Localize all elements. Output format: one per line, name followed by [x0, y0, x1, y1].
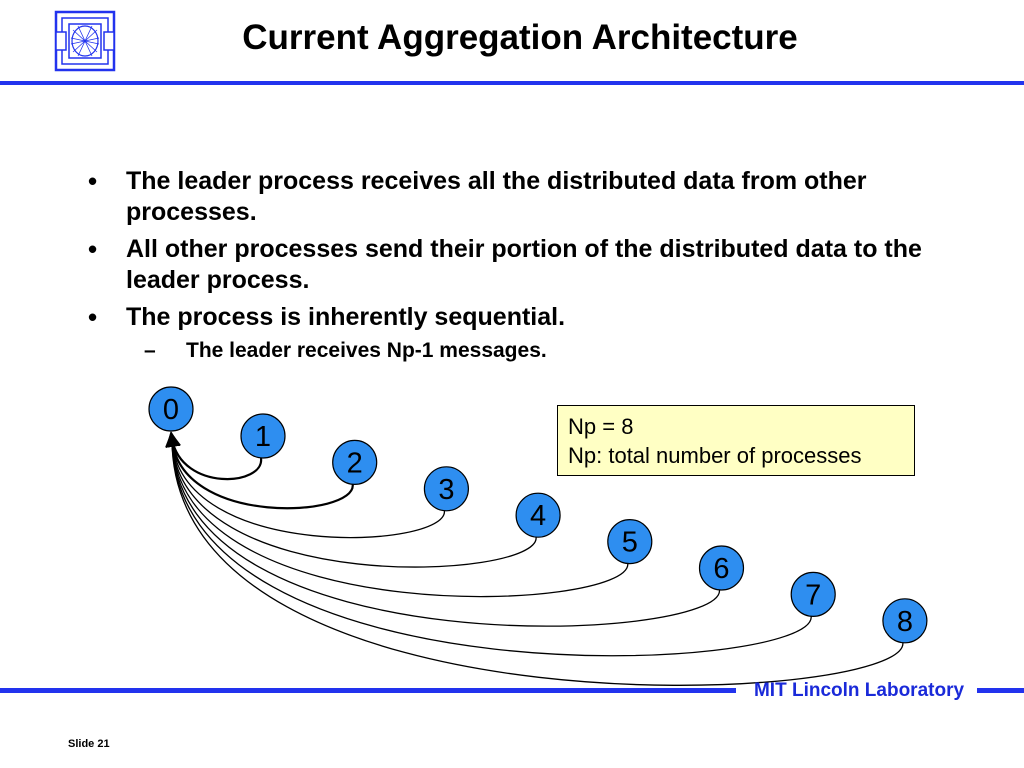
process-node-1-circle — [240, 413, 286, 459]
slide-number: Slide 21 — [68, 738, 110, 750]
process-node-5-circle — [607, 518, 653, 565]
bullet-glyph: • — [88, 234, 98, 264]
process-node-3-label: 3 — [438, 474, 454, 506]
bullet-list: • The leader process receives all the di… — [88, 166, 938, 365]
info-box: Np = 8 Np: total number of processes — [557, 405, 915, 476]
info-line-definition: Np: total number of processes — [568, 443, 862, 468]
bullet-text: All other processes send their portion o… — [126, 235, 922, 294]
bullet-item: • All other processes send their portion… — [88, 234, 938, 296]
process-node-2-circle — [332, 439, 378, 485]
message-arrow-1 — [165, 431, 263, 481]
leader-node: 0 — [148, 386, 194, 432]
bottom-divider-right — [977, 688, 1024, 693]
leader-node-label: 0 — [163, 394, 179, 426]
message-arrow-2 — [165, 431, 354, 510]
process-node-4: 4 — [515, 492, 561, 538]
process-node-1: 1 — [240, 413, 286, 459]
process-node-6-label: 6 — [713, 553, 729, 585]
process-node-5-label: 5 — [622, 527, 638, 559]
bullet-text: The leader process receives all the dist… — [126, 167, 867, 226]
process-node-2-label: 2 — [347, 447, 363, 479]
process-node-7-label: 7 — [805, 579, 821, 611]
process-node-3-circle — [423, 466, 469, 512]
process-node-8: 8 — [882, 598, 928, 644]
sub-bullet-item: – The leader receives Np-1 messages. — [88, 337, 938, 365]
bottom-divider-left — [0, 688, 736, 693]
bullet-glyph: • — [88, 166, 98, 196]
bullet-glyph: • — [88, 302, 98, 332]
leader-node-circle — [148, 386, 194, 432]
bullet-text: The process is inherently sequential. — [126, 303, 566, 331]
bullet-item: • The process is inherently sequential. — [88, 302, 938, 333]
info-line-np: Np = 8 — [568, 414, 634, 439]
process-node-7: 7 — [790, 571, 836, 618]
process-node-1-label: 1 — [255, 421, 271, 453]
message-arrow-3 — [167, 434, 446, 539]
lincoln-lab-logo-icon — [54, 10, 116, 72]
process-node-3: 3 — [423, 466, 469, 512]
top-divider — [0, 81, 1024, 85]
process-node-4-label: 4 — [530, 500, 546, 532]
process-node-8-circle — [882, 598, 928, 644]
process-node-6-circle — [698, 545, 745, 591]
process-node-4-circle — [515, 492, 561, 538]
process-node-7-circle — [790, 571, 836, 618]
message-arrow-4 — [167, 434, 537, 568]
bullet-item: • The leader process receives all the di… — [88, 166, 938, 228]
process-node-8-label: 8 — [897, 606, 913, 638]
sub-bullet-text: The leader receives Np-1 messages. — [186, 339, 547, 362]
process-node-2: 2 — [332, 439, 378, 485]
organization-name: MIT Lincoln Laboratory — [753, 680, 965, 701]
process-node-6: 6 — [698, 545, 745, 591]
sub-bullet-dash: – — [144, 339, 156, 362]
slide-title: Current Aggregation Architecture — [242, 18, 798, 57]
process-node-5: 5 — [607, 518, 653, 565]
